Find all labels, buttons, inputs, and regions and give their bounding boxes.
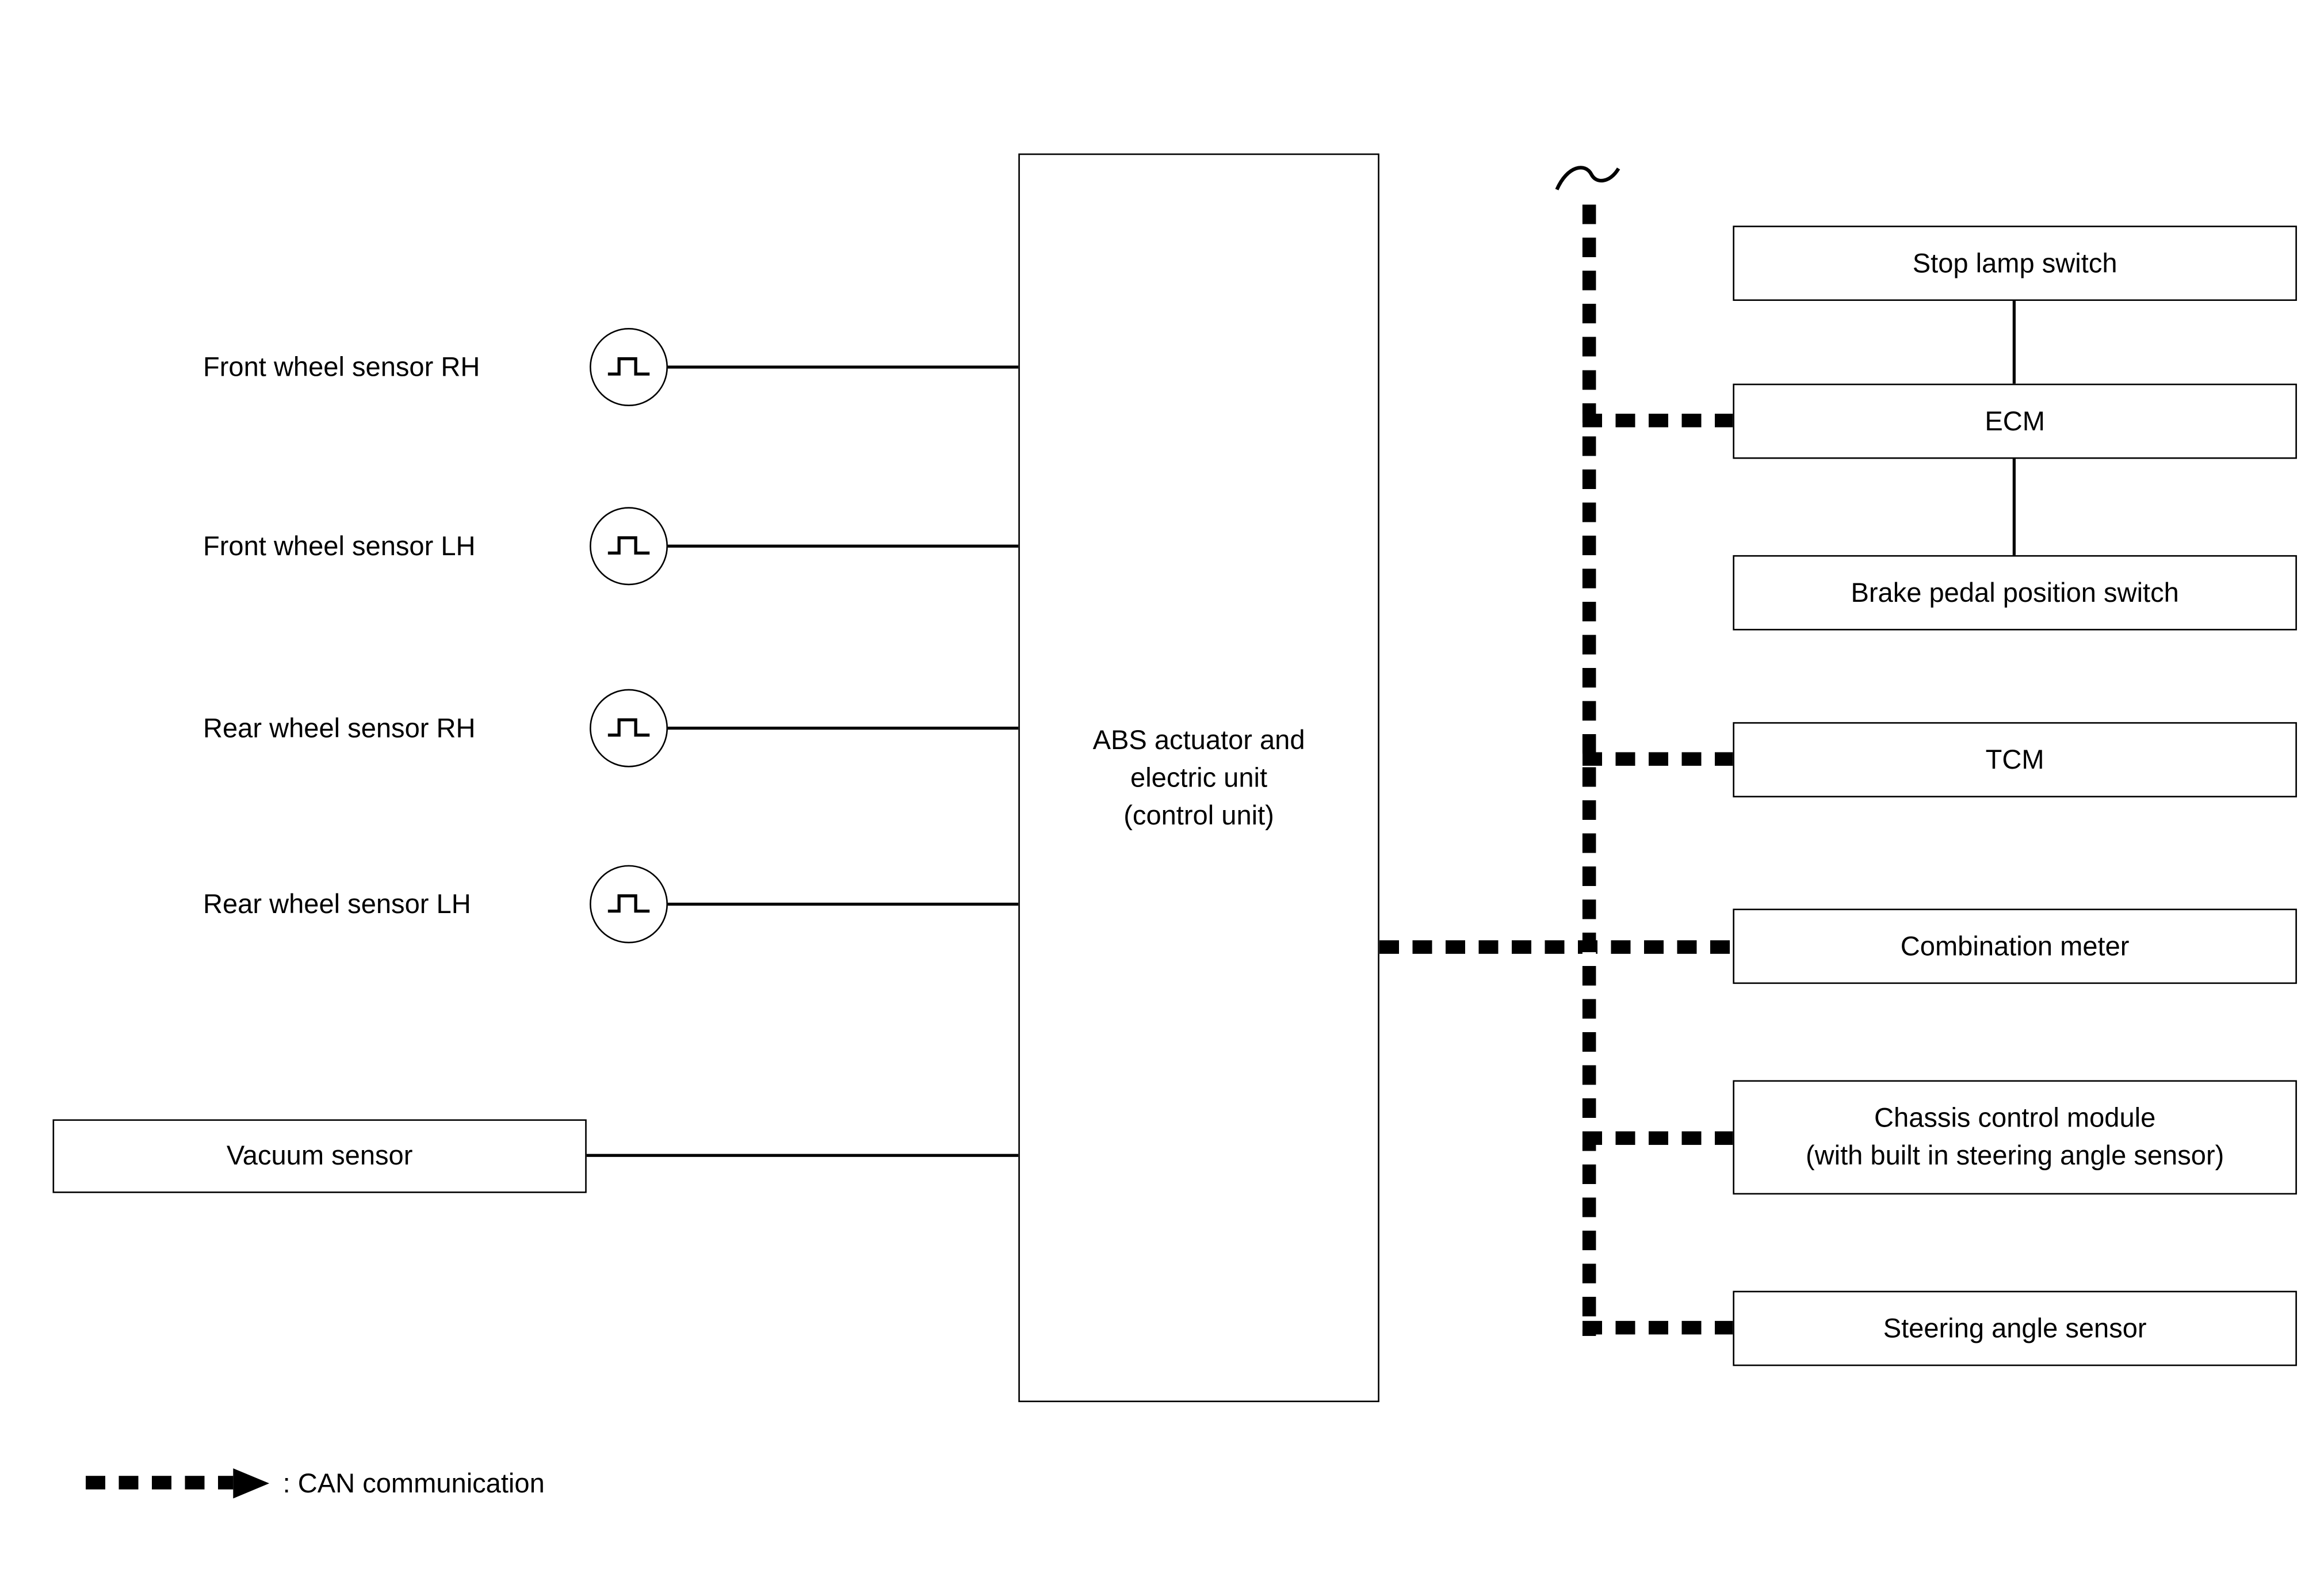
box-stop-lamp-switch: Stop lamp switch [1733, 226, 2297, 301]
can-stub-tcm [1582, 752, 1733, 766]
abs-label-line2: electric unit [1130, 762, 1268, 792]
combination-meter-label: Combination meter [1900, 930, 2130, 961]
wire-stoplamp-ecm [2012, 300, 2015, 384]
front-wheel-sensor-rh-label: Front wheel sensor RH [203, 352, 480, 383]
legend-arrow-icon [233, 1468, 270, 1499]
legend-can-communication-label: : CAN communication [282, 1468, 545, 1499]
can-stub-ecm [1582, 414, 1733, 427]
wire-front-rh [668, 365, 1019, 368]
rear-wheel-sensor-rh-label: Rear wheel sensor RH [203, 713, 476, 743]
chassis-control-module-label-line2: (with built in steering angle sensor) [1805, 1140, 2224, 1171]
front-wheel-sensor-lh-label: Front wheel sensor LH [203, 531, 476, 562]
box-combination-meter: Combination meter [1733, 908, 2297, 984]
steering-angle-sensor-label: Steering angle sensor [1883, 1312, 2147, 1343]
square-wave-icon [607, 718, 650, 737]
pulse-signal-icon [590, 328, 668, 407]
tcm-label: TCM [1985, 744, 2044, 774]
stop-lamp-switch-label: Stop lamp switch [1912, 247, 2117, 278]
legend-can-line-sample [86, 1476, 234, 1490]
box-vacuum-sensor: Vacuum sensor [52, 1119, 587, 1193]
box-chassis-control-module: Chassis control module (with built in st… [1733, 1080, 2297, 1195]
brake-pedal-position-switch-label: Brake pedal position switch [1851, 576, 2179, 608]
box-tcm: TCM [1733, 722, 2297, 797]
square-wave-icon [607, 357, 650, 376]
rear-wheel-sensor-lh-label: Rear wheel sensor LH [203, 889, 471, 919]
pulse-signal-icon [590, 507, 668, 586]
wire-ecm-brakepedal [2012, 459, 2015, 555]
square-wave-icon [607, 536, 650, 555]
can-line-main [1379, 940, 1733, 954]
chassis-control-module-label-line1: Chassis control module [1874, 1102, 2156, 1133]
can-stub-chassis [1582, 1131, 1733, 1145]
square-wave-icon [607, 894, 650, 913]
ecm-label: ECM [1985, 405, 2045, 436]
wire-rear-lh [668, 902, 1019, 905]
box-steering-angle-sensor: Steering angle sensor [1733, 1290, 2297, 1366]
box-brake-pedal-position-switch: Brake pedal position switch [1733, 555, 2297, 631]
box-abs-actuator: ABS actuator and electric unit (control … [1018, 153, 1379, 1403]
wire-front-lh [668, 544, 1019, 547]
abs-label-line3: (control unit) [1123, 799, 1274, 830]
abs-label-line1: ABS actuator and [1092, 724, 1305, 755]
can-bus-vertical [1582, 204, 1596, 1337]
wire-vacuum-sensor [586, 1154, 1019, 1156]
vacuum-sensor-label: Vacuum sensor [226, 1140, 413, 1171]
pulse-signal-icon [590, 865, 668, 944]
bus-continuation-mark [1555, 166, 1620, 190]
pulse-signal-icon [590, 689, 668, 768]
box-ecm: ECM [1733, 383, 2297, 459]
can-stub-steering [1582, 1320, 1733, 1335]
wire-rear-rh [668, 726, 1019, 729]
